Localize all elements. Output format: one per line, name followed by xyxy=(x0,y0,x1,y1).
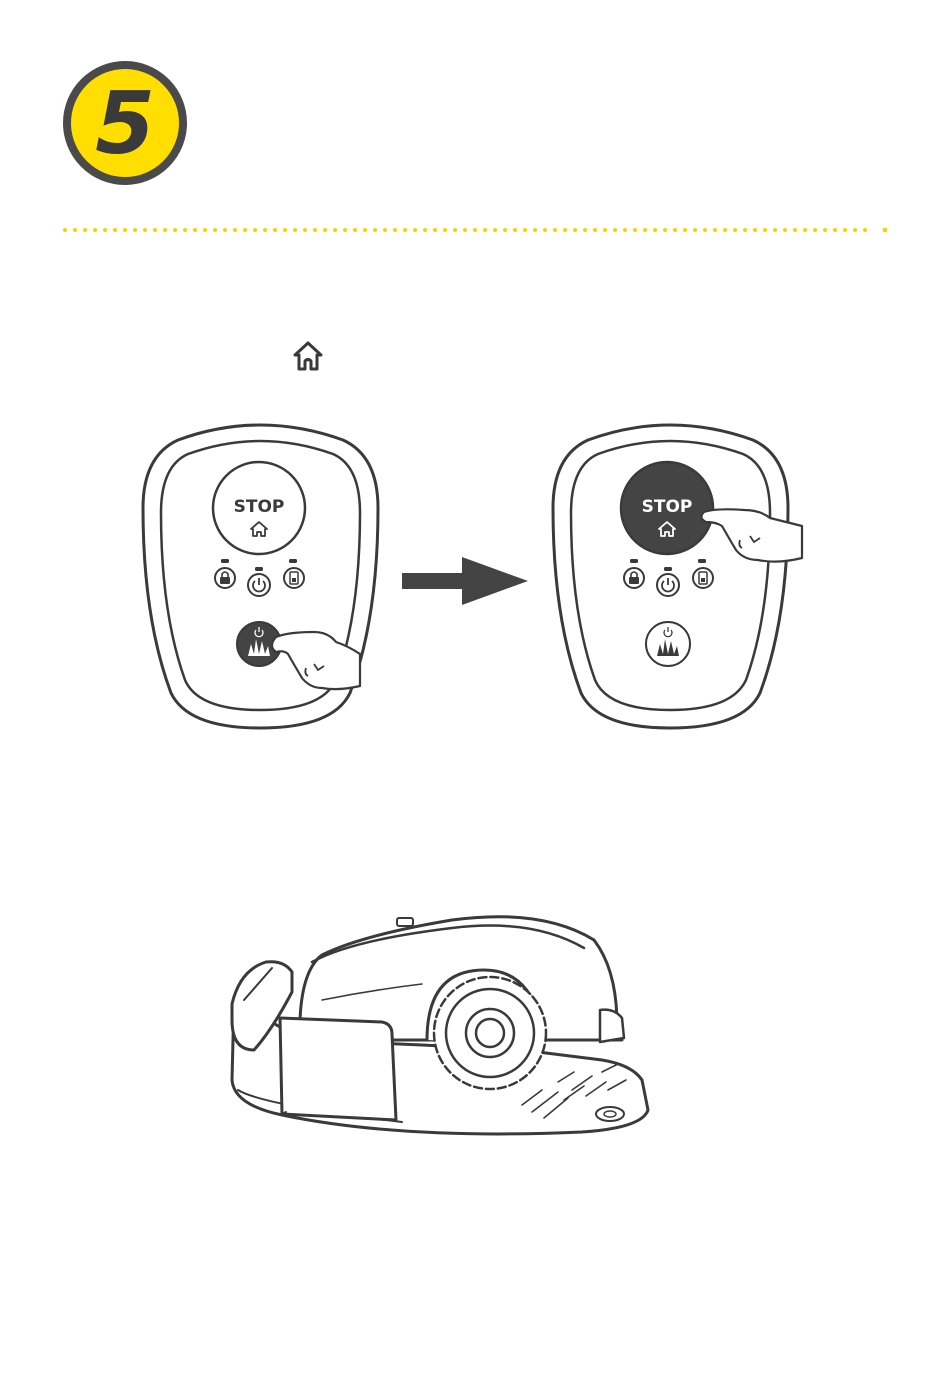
stop-label: STOP xyxy=(642,497,693,517)
step-badge: 5 xyxy=(62,60,188,186)
right-arrow-icon xyxy=(398,553,532,609)
control-panel-before: STOP xyxy=(138,418,383,730)
step-number: 5 xyxy=(95,74,155,174)
power-indicator xyxy=(248,574,270,596)
lock-icon xyxy=(629,577,639,584)
lock-indicator xyxy=(624,568,644,588)
robot-mower-illustration xyxy=(222,900,662,1145)
lock-indicator xyxy=(215,568,235,588)
stop-label: STOP xyxy=(234,497,285,517)
stop-button[interactable]: STOP xyxy=(213,462,305,554)
dotted-divider xyxy=(62,220,892,230)
home-icon xyxy=(288,336,328,376)
wheel xyxy=(434,977,546,1089)
grass-start-button[interactable] xyxy=(646,622,690,666)
lock-icon xyxy=(220,577,230,584)
control-panel-after: STOP xyxy=(548,418,838,730)
power-indicator xyxy=(657,574,679,596)
battery-indicator xyxy=(693,568,713,588)
battery-indicator xyxy=(284,568,304,588)
stop-button[interactable]: STOP xyxy=(621,462,713,554)
